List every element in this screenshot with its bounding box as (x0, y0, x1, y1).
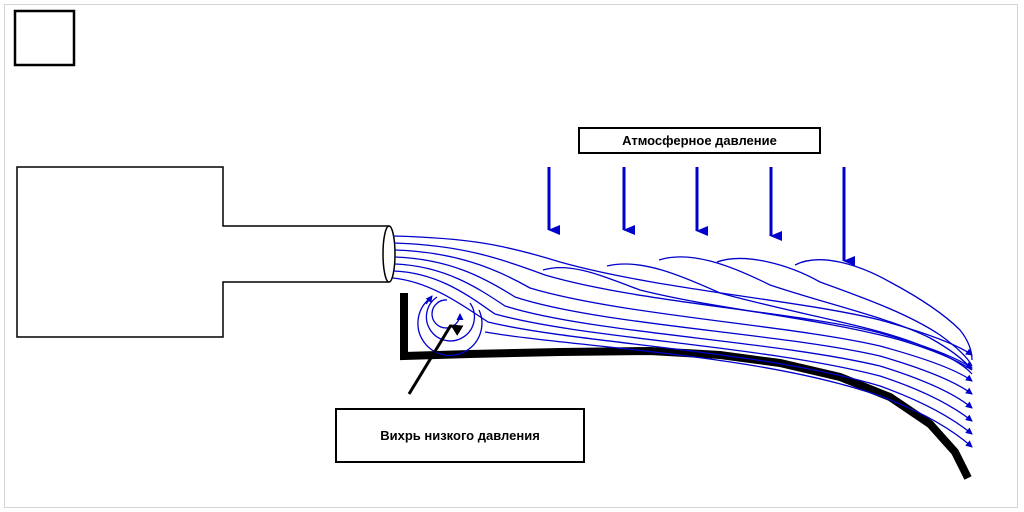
nozzle-outlet (382, 225, 396, 283)
atmospheric-pressure-arrows (547, 167, 855, 266)
atmospheric-pressure-text: Атмосферное давление (622, 133, 777, 148)
low-pressure-vortex-label: Вихрь низкого давления (335, 408, 585, 463)
atmosphere-merging-streamlines (542, 256, 973, 375)
low-pressure-vortex (417, 295, 483, 356)
airflow-streamlines (392, 235, 973, 448)
corner-square (13, 9, 76, 67)
low-pressure-vortex-text: Вихрь низкого давления (380, 428, 540, 443)
image-border (4, 4, 1018, 508)
vortex-pointer-arrow (407, 324, 464, 395)
atmospheric-pressure-label: Атмосферное давление (578, 127, 821, 154)
nozzle-body (16, 166, 389, 338)
